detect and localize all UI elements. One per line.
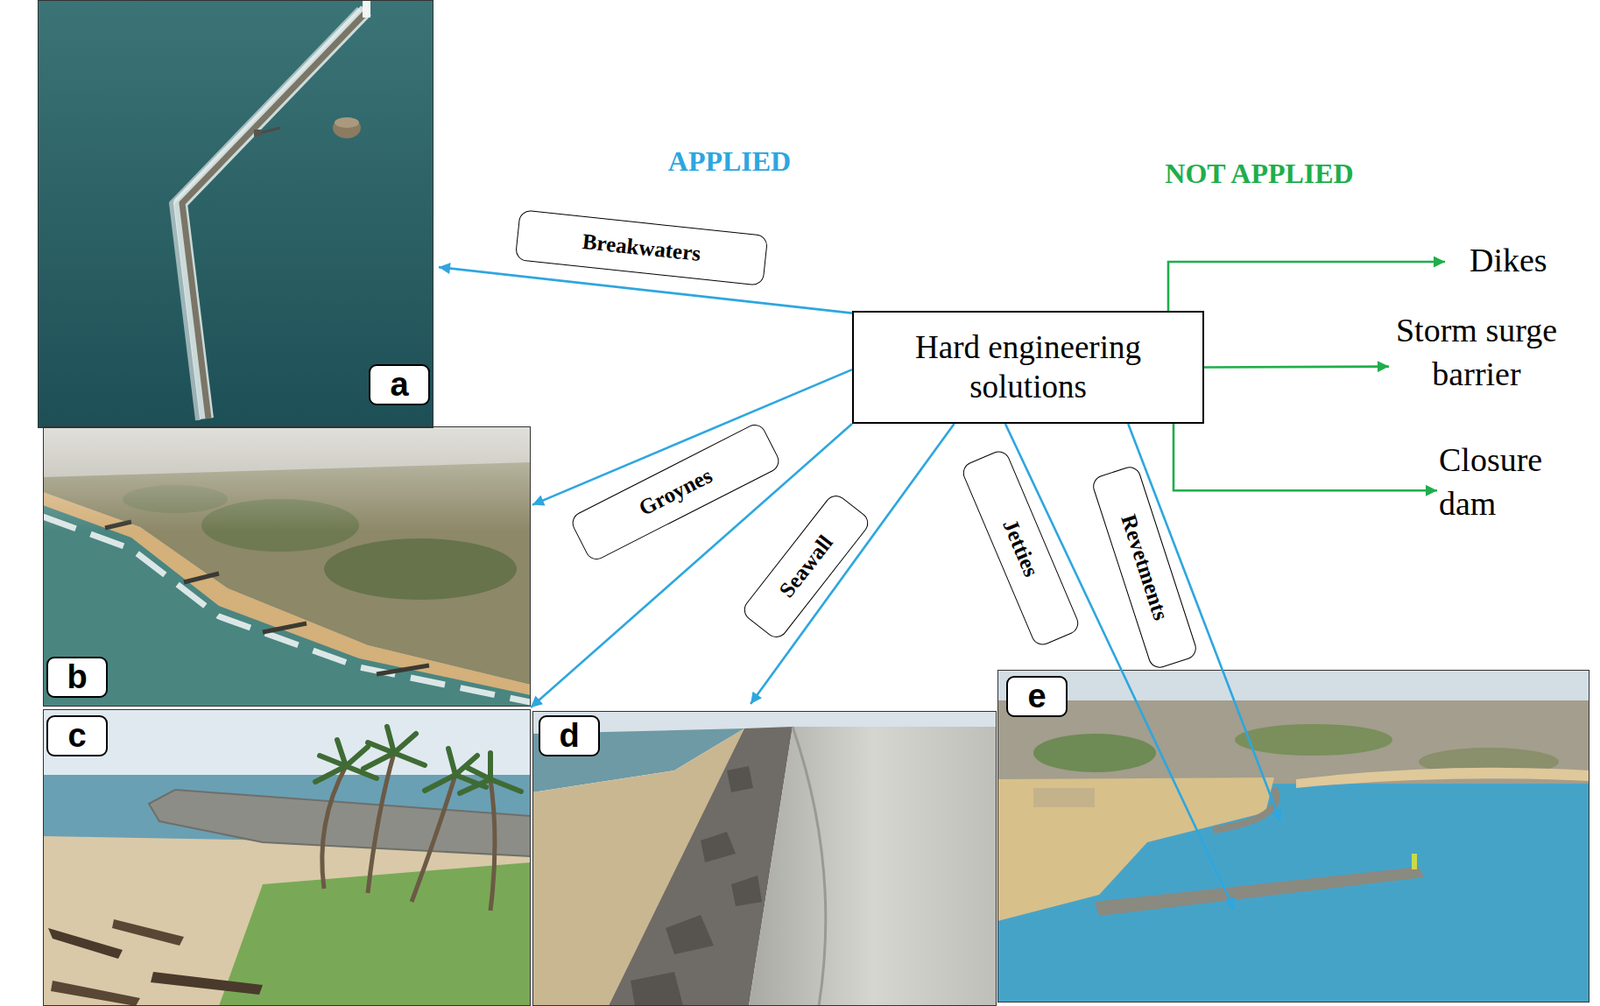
rock — [726, 766, 754, 793]
photo-groyne-beach — [42, 709, 531, 1006]
frond — [459, 753, 522, 794]
frond — [315, 740, 377, 783]
jetty — [1094, 866, 1424, 917]
groyne — [262, 623, 307, 633]
photo-seawall — [532, 711, 997, 1006]
beach — [1296, 768, 1590, 789]
node-text: Storm surge barrier — [1376, 308, 1577, 396]
haze-overlay — [42, 426, 531, 532]
grass — [218, 862, 531, 1006]
connector-arrow — [1005, 423, 1235, 910]
wall-edge — [792, 726, 826, 1006]
pier-head — [253, 129, 261, 137]
photo-panel: d — [532, 711, 997, 1006]
haze — [42, 426, 531, 707]
connector-arrow — [1204, 365, 1389, 368]
edge-label: Seawall — [739, 491, 873, 642]
boat — [112, 919, 184, 946]
frond — [363, 726, 425, 769]
vegetation — [324, 538, 517, 600]
node-text: Dikes — [1469, 238, 1584, 282]
node-text: Closure dam — [1438, 437, 1571, 526]
edge-label: Jetties — [958, 448, 1081, 649]
trees — [1234, 724, 1393, 756]
rocks — [630, 766, 762, 1006]
connector-arrow — [1173, 423, 1438, 491]
process-box: Hard engineering solutions — [852, 310, 1205, 424]
edge-label: Revetments — [1090, 464, 1199, 671]
boat — [48, 928, 123, 959]
sea — [42, 505, 531, 707]
rock — [700, 831, 736, 863]
surf — [42, 516, 531, 703]
photo-panel: c — [42, 709, 531, 1006]
sky — [42, 709, 531, 780]
photo-breakwater — [37, 0, 434, 429]
panel-letter: d — [538, 715, 600, 757]
edge-label: Groynes — [568, 421, 783, 564]
groyne — [376, 665, 430, 675]
groyne — [148, 789, 531, 857]
fort-top — [334, 117, 360, 128]
section-heading: APPLIED — [668, 145, 791, 178]
rock — [731, 875, 762, 907]
revetment — [1212, 788, 1276, 831]
jetty-light — [1411, 853, 1417, 870]
palm-fronds — [315, 726, 522, 794]
construction — [1033, 788, 1095, 808]
breakwater — [182, 10, 368, 419]
fort — [332, 117, 361, 139]
sky — [997, 669, 1590, 704]
sea — [997, 669, 1590, 1003]
panel-letter: c — [46, 715, 108, 757]
sand — [42, 836, 531, 1006]
option-text: Storm surge barrier — [1376, 308, 1577, 400]
sea — [37, 0, 434, 429]
panel-letter: b — [46, 656, 108, 698]
connector-arrow — [1168, 261, 1445, 311]
edge-label: Breakwaters — [514, 209, 769, 286]
photo-jetty — [997, 669, 1590, 1003]
pier — [259, 127, 281, 134]
boat — [50, 980, 141, 1006]
photo-panel: e — [997, 669, 1590, 1003]
photo-panel: b — [42, 426, 531, 707]
trees — [1033, 733, 1156, 773]
option-text: Closure dam — [1438, 437, 1571, 529]
rock — [665, 915, 714, 955]
panel-letter: a — [368, 364, 430, 406]
node-text: Hard engineering solutions — [866, 328, 1191, 407]
palm-trunk — [322, 766, 346, 889]
panel-letter: e — [1006, 676, 1068, 718]
lighthouse — [362, 0, 371, 18]
foam — [180, 10, 367, 419]
rock — [630, 972, 684, 1006]
connector-arrow — [438, 267, 853, 314]
groyne — [183, 573, 219, 583]
photo-panel: a — [37, 0, 434, 429]
palm-trunk — [490, 779, 495, 911]
concrete-wall — [748, 726, 997, 1006]
option-text: Dikes — [1469, 238, 1584, 286]
boat — [150, 972, 263, 995]
section-heading: NOT APPLIED — [1164, 157, 1354, 191]
palm-trunk — [411, 775, 456, 903]
photo-groynes-aerial — [42, 426, 531, 707]
